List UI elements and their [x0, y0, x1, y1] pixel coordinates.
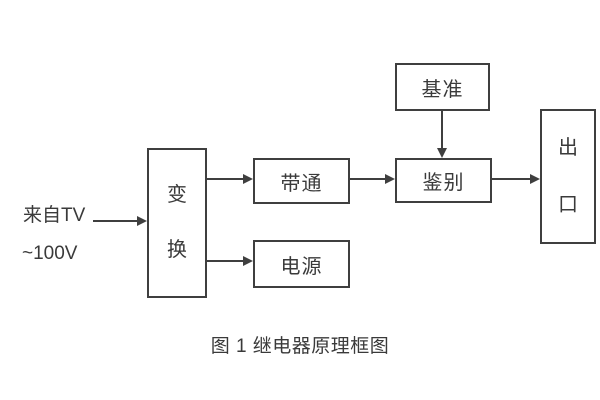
arrow-head-icon	[243, 256, 253, 266]
block-reference: 基准	[395, 63, 490, 111]
arrow-head-icon	[243, 174, 253, 184]
arrow-head-icon	[530, 174, 540, 184]
input-voltage-label: ~100V	[22, 243, 78, 264]
arrow-line	[348, 178, 385, 180]
arrow-line	[205, 260, 243, 262]
arrow-line	[205, 178, 243, 180]
block-bandpass-label: 带通	[280, 172, 323, 195]
block-outlet-label: 出口	[558, 136, 578, 216]
block-reference-label: 基准	[421, 78, 464, 101]
arrow-head-icon	[437, 148, 447, 158]
block-discriminator-label: 鉴别	[422, 172, 465, 194]
block-transform: 变换	[147, 148, 207, 298]
arrow-line	[490, 178, 530, 180]
block-power-label: 电源	[280, 255, 323, 278]
block-bandpass: 带通	[253, 158, 350, 204]
block-discriminator: 鉴别	[395, 158, 492, 203]
block-outlet: 出口	[540, 109, 596, 244]
arrow-head-icon	[385, 174, 395, 184]
block-transform-label: 变换	[167, 184, 187, 261]
figure-caption: 图 1 继电器原理框图	[210, 336, 390, 357]
block-power: 电源	[253, 240, 350, 288]
input-source-label: 来自TV	[23, 205, 86, 226]
arrow-line	[441, 109, 443, 148]
arrow-head-icon	[137, 216, 147, 226]
arrow-line	[93, 220, 137, 222]
